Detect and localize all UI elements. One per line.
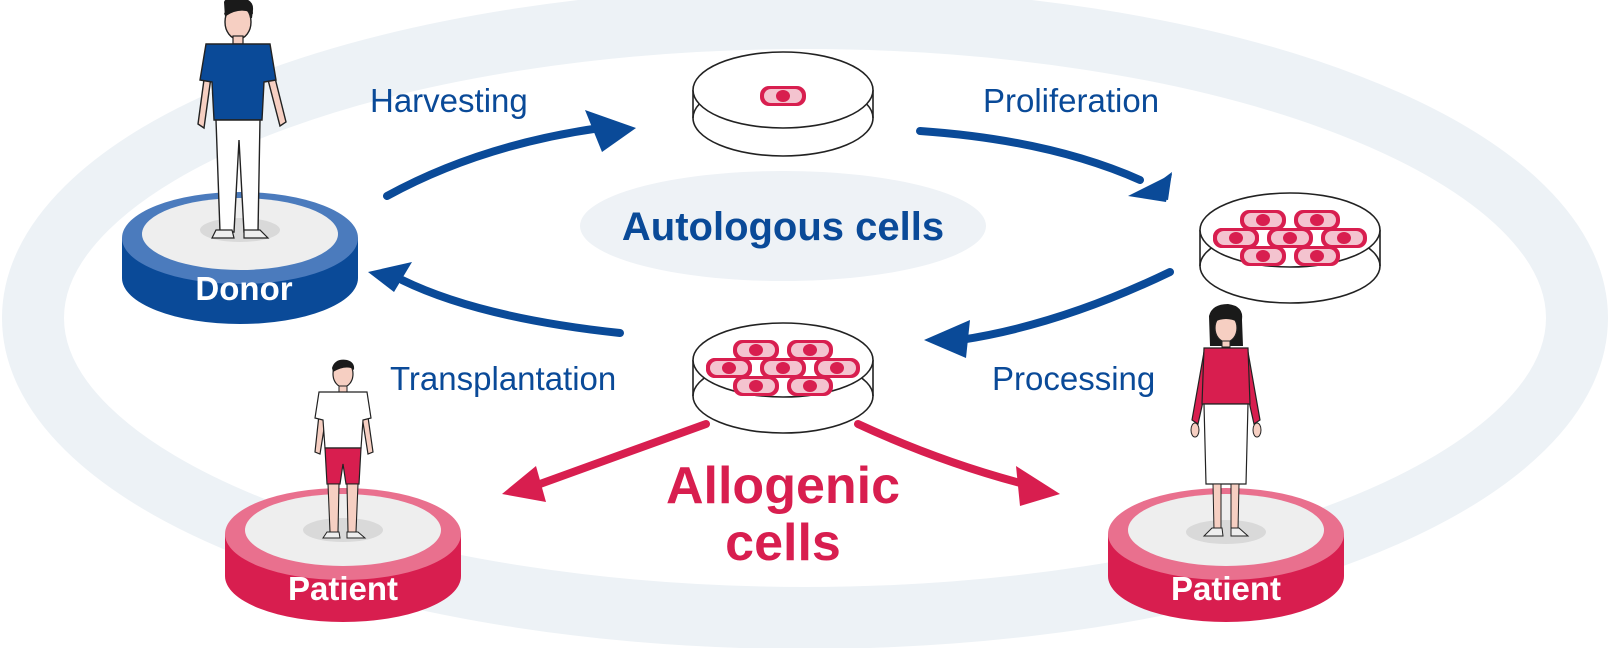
petri-dish-many-cells-icon	[1200, 193, 1380, 303]
patient-platform-left: Patient	[225, 488, 461, 622]
transplantation-arrow	[368, 262, 624, 337]
autologous-cells-label: Autologous cells	[622, 205, 944, 249]
donor-platform: Donor	[122, 192, 358, 324]
person-male-icon	[314, 359, 374, 539]
donor-label: Donor	[195, 270, 292, 307]
transplantation-label: Transplantation	[390, 360, 616, 397]
allogenic-cells-label: Allogenic cells	[666, 457, 900, 572]
patient-platform-right: Patient	[1108, 488, 1344, 622]
processing-arrow	[924, 268, 1174, 358]
proliferation-arrow	[916, 127, 1172, 202]
patient-left-label: Patient	[288, 570, 398, 607]
petri-dish-many-cells-icon	[693, 323, 873, 433]
petri-dish-single-cell-icon	[692, 51, 874, 157]
person-female-icon	[1190, 304, 1262, 537]
processing-label: Processing	[992, 360, 1155, 397]
allogenic-line1: Allogenic	[666, 457, 900, 515]
harvesting-label: Harvesting	[370, 82, 528, 119]
person-male-icon	[197, 0, 287, 239]
patient-right-label: Patient	[1171, 570, 1281, 607]
allogenic-line2: cells	[725, 514, 841, 572]
allogenic-arrow-right	[854, 420, 1060, 506]
proliferation-label: Proliferation	[983, 82, 1159, 119]
harvesting-arrow	[383, 110, 636, 200]
allogenic-arrow-left	[502, 420, 710, 502]
autologous-cells-pill: Autologous cells	[580, 171, 986, 281]
